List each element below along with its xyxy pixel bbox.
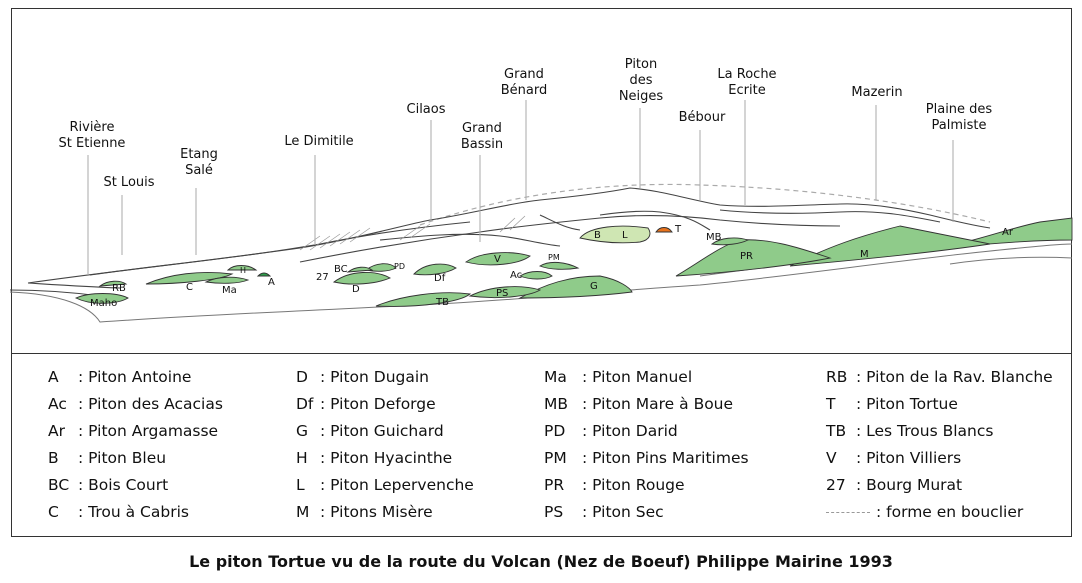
map-code-M: M	[860, 249, 869, 260]
landscape-sketch	[9, 100, 1073, 323]
map-code-Maho: Maho	[90, 298, 118, 309]
label-st-louis: St Louis	[103, 175, 155, 190]
legend-column-1: A: Piton Antoine Ac: Piton des Acacias A…	[48, 364, 223, 526]
piton-Ma	[204, 276, 250, 284]
label-cilaos: Cilaos	[406, 102, 446, 117]
piton-TB	[375, 292, 472, 307]
map-code-G: G	[590, 281, 598, 292]
legend-row: B: Piton Bleu	[48, 449, 167, 467]
legend-row: RB: Piton de la Rav. Blanche	[826, 368, 1053, 386]
legend-row: M: Pitons Misère	[296, 503, 433, 521]
dashed-line-icon	[826, 512, 870, 513]
pointer-lines	[87, 100, 954, 275]
legend-row: H: Piton Hyacinthe	[296, 449, 453, 467]
legend-row: PR: Piton Rouge	[544, 476, 685, 494]
shield-outline	[419, 183, 991, 226]
map-code-Ma: Ma	[222, 285, 237, 296]
piton-Maho	[74, 293, 129, 304]
map-code-PS: PS	[496, 288, 509, 299]
legend-row: TB: Les Trous Blancs	[826, 422, 994, 440]
pitons	[74, 217, 1073, 307]
legend-row: MB: Piton Mare à Boue	[544, 395, 734, 413]
legend-row: PM: Piton Pins Maritimes	[544, 449, 749, 467]
piton-RB	[98, 280, 128, 287]
legend-row: BC: Bois Court	[48, 476, 169, 494]
legend-row: A: Piton Antoine	[48, 368, 192, 386]
legend-column-3: Ma: Piton Manuel MB: Piton Mare à Boue P…	[544, 364, 749, 526]
label-bebour: Bébour	[678, 110, 726, 125]
legend-row: T: Piton Tortue	[826, 395, 958, 413]
hatching	[299, 215, 526, 251]
piton-M	[789, 225, 991, 267]
legend-row: Ma: Piton Manuel	[544, 368, 693, 386]
legend-row: G: Piton Guichard	[296, 422, 444, 440]
map-code-PD: PD	[394, 262, 405, 271]
piton-PM	[538, 261, 580, 270]
map-code-V: V	[494, 254, 501, 265]
piton-BC	[346, 266, 374, 273]
legend-row: C: Trou à Cabris	[48, 503, 189, 521]
piton-D	[332, 272, 392, 285]
legend-column-4: RB: Piton de la Rav. Blanche T: Piton To…	[826, 364, 1053, 526]
piton-V	[464, 252, 531, 266]
legend-row: : forme en bouclier	[826, 499, 1053, 526]
map-code-T: T	[675, 224, 682, 235]
piton-MB	[710, 237, 750, 246]
legend-row: L: Piton Lepervenche	[296, 476, 474, 494]
legend-row: Ar: Piton Argamasse	[48, 422, 219, 440]
map-code-27: 27	[316, 272, 329, 283]
label-etang-sale: Etang Salé	[180, 147, 218, 178]
label-la-roche-ecrite: La Roche Ecrite	[717, 67, 777, 98]
legend-row: PD: Piton Darid	[544, 422, 678, 440]
legend-row: Ac: Piton des Acacias	[48, 395, 223, 413]
legend-row: PS: Piton Sec	[544, 503, 664, 521]
piton-PD	[364, 263, 397, 272]
piton-A	[256, 272, 272, 277]
map-code-D: D	[352, 284, 360, 295]
legend-row: Df: Piton Deforge	[296, 395, 436, 413]
map-code-PM: PM	[548, 253, 560, 262]
label-piton-des-neiges: Piton des Neiges	[618, 57, 664, 104]
label-riviere-st-etienne: Rivière St Etienne	[58, 120, 126, 151]
map-code-RB: RB	[112, 283, 126, 294]
legend-row: D: Piton Dugain	[296, 368, 429, 386]
map-code-Df: Df	[434, 273, 446, 284]
map-code-MB: MB	[706, 232, 722, 243]
label-grand-bassin: Grand Bassin	[460, 121, 504, 152]
label-mazerin: Mazerin	[851, 85, 903, 100]
piton-C	[145, 272, 234, 285]
piton-BL	[579, 225, 651, 244]
map-code-PR: PR	[740, 251, 753, 262]
label-plaine-des-palmiste: Plaine des Palmiste	[925, 102, 993, 133]
piton-PR	[675, 239, 832, 277]
piton-G	[518, 275, 633, 299]
piton-PS	[468, 286, 542, 299]
legend-divider	[11, 353, 1072, 354]
piton-Ac	[518, 271, 553, 280]
map-code-C: C	[186, 282, 193, 293]
map-code-B: B	[594, 230, 601, 241]
piton-T	[655, 227, 673, 233]
legend-column-2: D: Piton Dugain Df: Piton Deforge G: Pit…	[296, 364, 474, 526]
map-code-TB: TB	[436, 297, 449, 308]
map-code-L: L	[622, 230, 628, 241]
map-code-BC: BC	[334, 264, 348, 275]
label-grand-benard: Grand Bénard	[500, 67, 548, 98]
piton-Df	[413, 263, 457, 276]
piton-H	[226, 265, 258, 271]
legend-row: 27: Bourg Murat	[826, 476, 963, 494]
legend-row: V: Piton Villiers	[826, 449, 962, 467]
figure-caption: Le piton Tortue vu de la route du Volcan…	[189, 552, 893, 571]
map-code-A: A	[268, 277, 275, 288]
figure-frame	[11, 8, 1072, 537]
map-code-Ar: Ar	[1002, 227, 1013, 238]
map-code-H: H	[240, 266, 247, 275]
label-le-dimitile: Le Dimitile	[284, 134, 354, 149]
map-code-Ac: Ac	[510, 270, 523, 281]
